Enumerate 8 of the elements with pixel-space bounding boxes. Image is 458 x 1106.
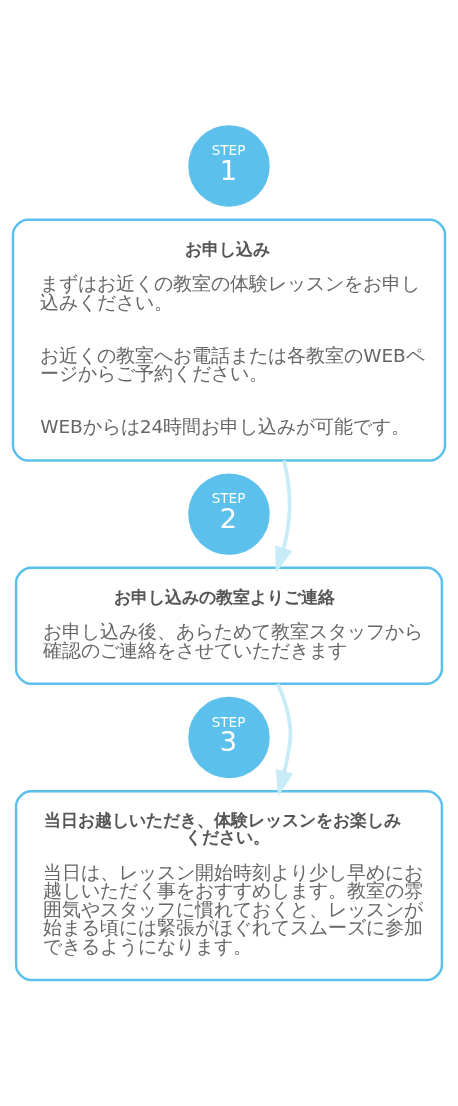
node-box: お申し込みの教室よりご連絡 お申し込み後、あらためて教室スタッフから確認のご連絡をさせていただきます: [14, 566, 444, 686]
node-box: お申し込み まずはお近くの教室の体験レッスンをお申し込みください。 お近くの教室へお電話または各教室のWEBページからご予約ください。 WEBからは24時間お申し込みが可能です。: [11, 218, 447, 462]
arrow: [275, 460, 293, 573]
node-box: 当日お越しいただき、体験レッスンをお楽しみください。 当日は、レッスン開始時刻より少し早めにお越しいただく事をおすすめします。教室の雰囲気やスタッフに慣れておくと、レッスンが始まる頃には緊張がほぐれてスムーズに参加できるようになります。: [14, 790, 444, 982]
node-circle: STEP 3: [188, 696, 270, 779]
node-circle: STEP 1: [188, 125, 270, 207]
node-circle: STEP 2: [188, 473, 270, 555]
arrow: [275, 683, 294, 797]
